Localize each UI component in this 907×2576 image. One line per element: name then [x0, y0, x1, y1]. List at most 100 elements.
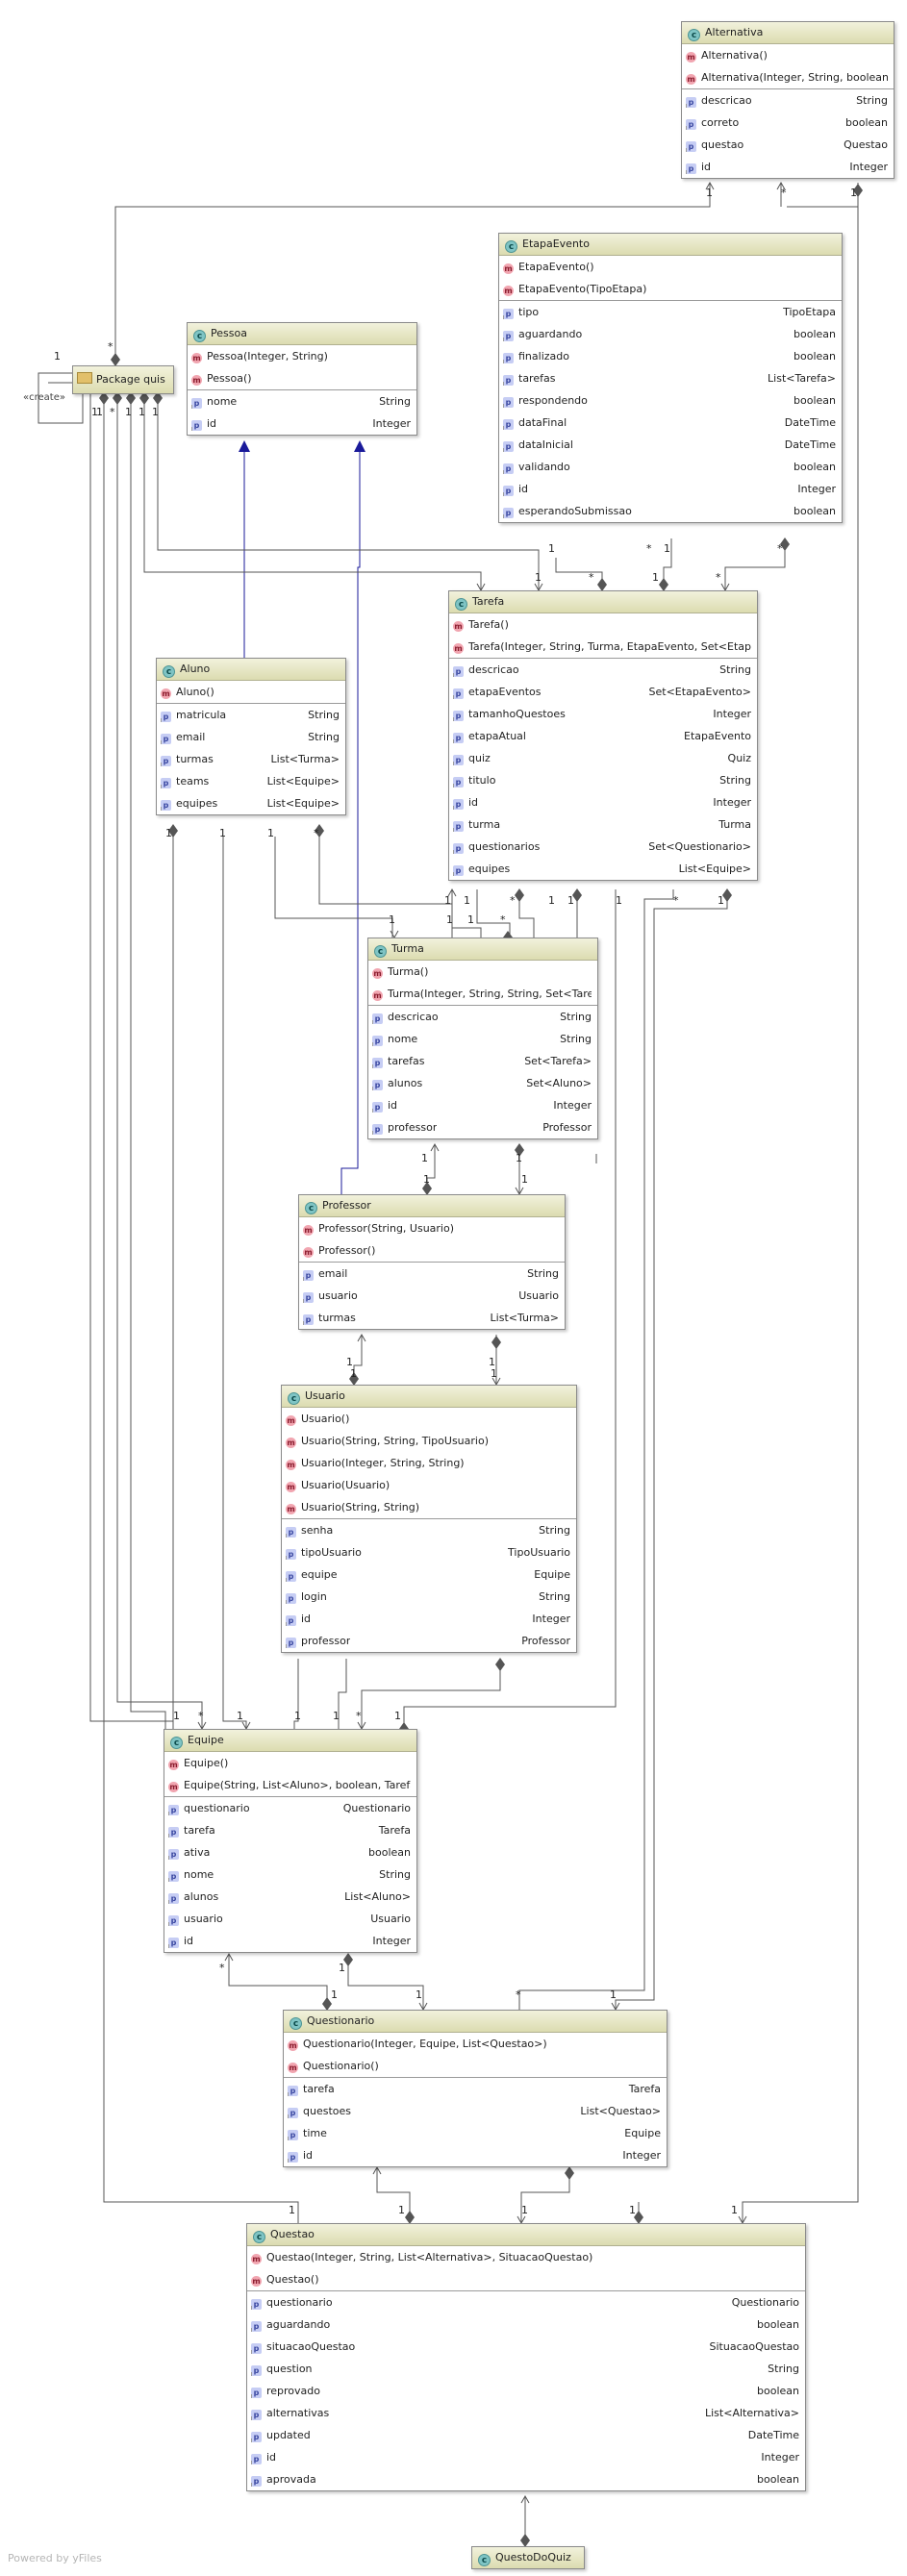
package-node[interactable]: Package quis [72, 365, 174, 394]
